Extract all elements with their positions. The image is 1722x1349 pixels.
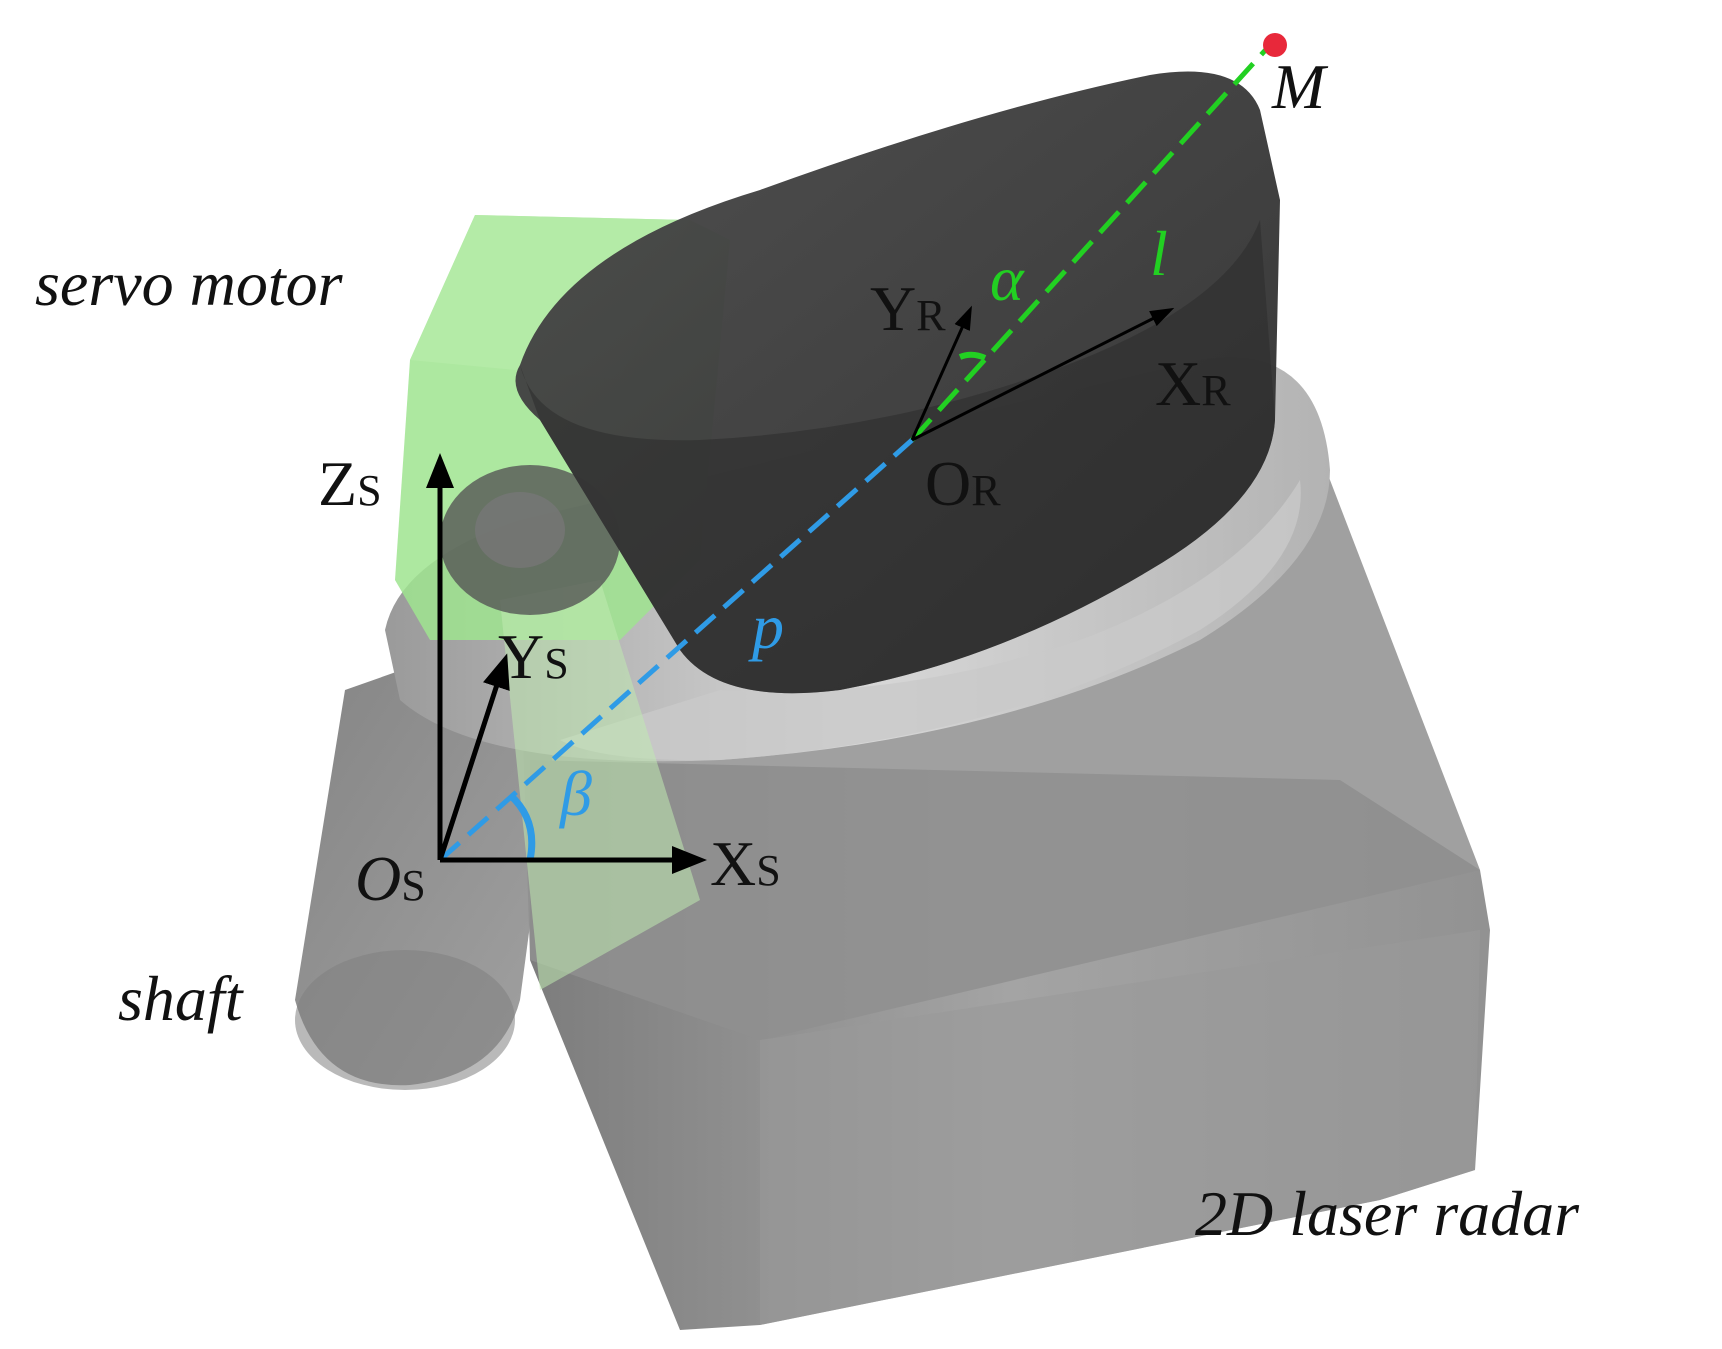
label-shaft: shaft xyxy=(118,963,245,1034)
label-point-m: M xyxy=(1271,51,1329,122)
label-xs: XS xyxy=(710,828,781,899)
shaft-coupling xyxy=(440,465,620,615)
label-radar: 2D laser radar xyxy=(1195,1178,1580,1249)
label-ys: YS xyxy=(498,621,569,692)
beta-arc xyxy=(507,792,536,861)
point-m xyxy=(1263,33,1287,57)
alpha-arc xyxy=(958,351,987,361)
label-l: l xyxy=(1150,218,1168,289)
label-xr: XR xyxy=(1155,348,1231,419)
label-yr: YR xyxy=(870,273,946,344)
label-alpha: α xyxy=(990,243,1025,314)
label-beta: β xyxy=(558,758,592,829)
ys-axis xyxy=(437,653,510,861)
label-os: OS xyxy=(355,843,426,914)
shaft-body xyxy=(295,660,560,1090)
label-zs: ZS xyxy=(318,448,382,519)
frame-r-axes xyxy=(910,305,1175,442)
radar-head xyxy=(515,71,1280,694)
xr-axis xyxy=(911,307,1175,442)
l-line xyxy=(910,43,1272,442)
p-line xyxy=(438,438,914,862)
label-or: OR xyxy=(925,448,1001,519)
label-servo-motor: servo motor xyxy=(35,248,344,319)
radar-body xyxy=(520,430,1490,1330)
label-p: p xyxy=(748,591,784,662)
yr-axis xyxy=(910,305,972,441)
frame-s-axes xyxy=(426,453,707,874)
